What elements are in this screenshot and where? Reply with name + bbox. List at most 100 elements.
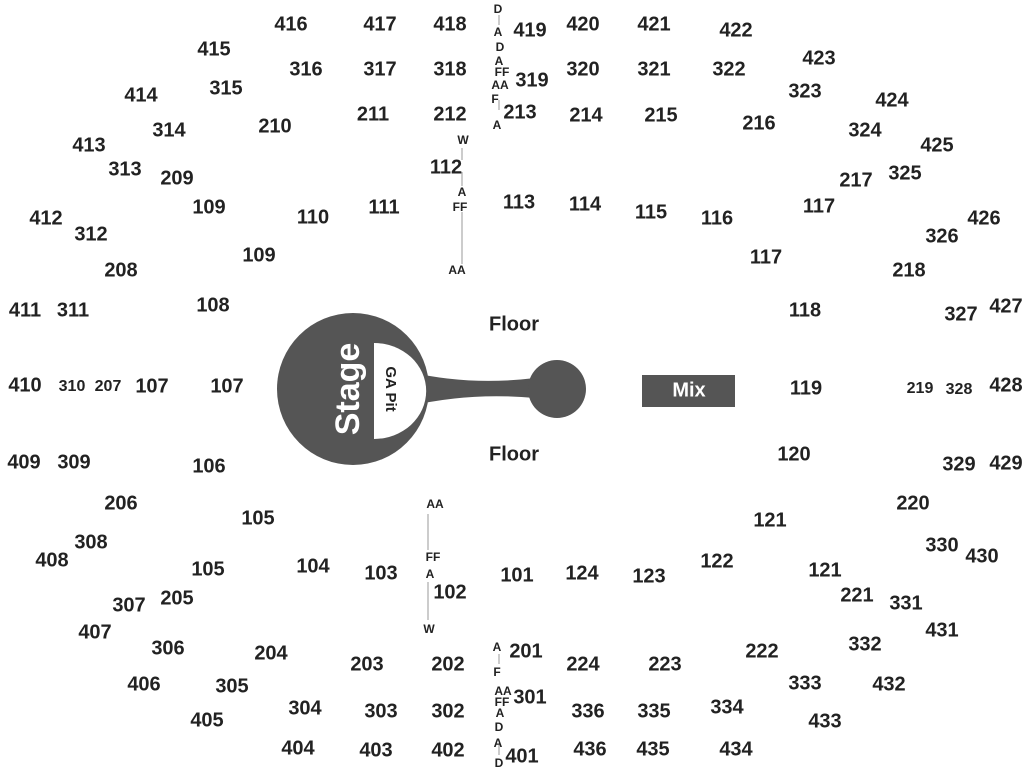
section-label[interactable]: 333 bbox=[788, 672, 821, 694]
row-label[interactable]: W bbox=[423, 622, 435, 636]
section-label[interactable]: 118 bbox=[789, 299, 821, 321]
section-label[interactable]: 325 bbox=[888, 162, 921, 184]
section-label[interactable]: 420 bbox=[566, 13, 599, 35]
section-label[interactable]: 320 bbox=[566, 58, 599, 80]
section-label[interactable]: 210 bbox=[258, 115, 291, 137]
section-label[interactable]: 401 bbox=[505, 745, 538, 767]
section-label[interactable]: 428 bbox=[989, 374, 1022, 396]
section-label[interactable]: 324 bbox=[848, 119, 882, 141]
stage[interactable]: Stage GA Pit bbox=[277, 313, 586, 465]
section-label[interactable]: 430 bbox=[965, 545, 998, 567]
section-label[interactable]: 322 bbox=[712, 58, 745, 80]
section-label[interactable]: 207 bbox=[95, 378, 122, 395]
section-label[interactable]: 408 bbox=[35, 549, 68, 571]
section-label[interactable]: 204 bbox=[254, 642, 288, 664]
section-label[interactable]: 215 bbox=[644, 104, 677, 126]
row-label[interactable]: A bbox=[426, 567, 435, 581]
section-label[interactable]: 426 bbox=[967, 207, 1000, 229]
section-label[interactable]: 312 bbox=[74, 223, 107, 245]
section-label[interactable]: 221 bbox=[840, 584, 873, 606]
section-label[interactable]: 209 bbox=[160, 167, 193, 189]
section-label[interactable]: 334 bbox=[710, 696, 744, 718]
section-label[interactable]: 214 bbox=[569, 104, 603, 126]
section-label[interactable]: 219 bbox=[907, 380, 934, 397]
ga-pit[interactable] bbox=[374, 343, 427, 439]
row-label[interactable]: AA bbox=[491, 78, 509, 92]
section-label[interactable]: 319 bbox=[515, 69, 548, 91]
section-label[interactable]: 423 bbox=[802, 47, 835, 69]
section-label[interactable]: 310 bbox=[59, 378, 86, 395]
row-label[interactable]: FF bbox=[495, 65, 510, 79]
section-label[interactable]: 305 bbox=[215, 675, 248, 697]
section-label[interactable]: 429 bbox=[989, 452, 1022, 474]
section-label[interactable]: 220 bbox=[896, 492, 929, 514]
section-label[interactable]: 123 bbox=[632, 565, 665, 587]
section-label[interactable]: 317 bbox=[363, 58, 396, 80]
row-label[interactable]: F bbox=[491, 92, 498, 106]
row-label[interactable]: D bbox=[496, 40, 505, 54]
section-label[interactable]: 110 bbox=[297, 206, 329, 228]
section-label[interactable]: 122 bbox=[700, 550, 733, 572]
section-label[interactable]: 206 bbox=[104, 492, 137, 514]
section-label[interactable]: 313 bbox=[108, 158, 141, 180]
section-label[interactable]: 107 bbox=[210, 375, 243, 397]
row-label[interactable]: FF bbox=[495, 695, 510, 709]
section-label[interactable]: 405 bbox=[190, 709, 223, 731]
section-label[interactable]: 329 bbox=[942, 453, 975, 475]
section-label[interactable]: 411 bbox=[9, 299, 41, 321]
row-label[interactable]: D bbox=[494, 2, 503, 16]
row-label[interactable]: A bbox=[493, 118, 502, 132]
section-label[interactable]: 111 bbox=[368, 196, 399, 218]
row-label[interactable]: FF bbox=[453, 200, 468, 214]
section-label[interactable]: 406 bbox=[127, 673, 160, 695]
section-label[interactable]: 412 bbox=[29, 207, 62, 229]
section-label[interactable]: 330 bbox=[925, 534, 958, 556]
section-label[interactable]: 107 bbox=[135, 375, 168, 397]
section-label[interactable]: 434 bbox=[719, 738, 753, 760]
section-label[interactable]: 102 bbox=[433, 581, 466, 603]
section-label[interactable]: 307 bbox=[112, 594, 145, 616]
section-label[interactable]: 201 bbox=[509, 640, 542, 662]
section-label[interactable]: 224 bbox=[566, 653, 600, 675]
section-label[interactable]: 109 bbox=[242, 244, 275, 266]
section-label[interactable]: 414 bbox=[124, 84, 158, 106]
section-label[interactable]: 112 bbox=[430, 156, 462, 178]
section-label[interactable]: 316 bbox=[289, 58, 322, 80]
section-label[interactable]: 105 bbox=[241, 507, 274, 529]
section-label[interactable]: 104 bbox=[296, 555, 330, 577]
section-label[interactable]: 328 bbox=[946, 381, 973, 398]
section-label[interactable]: 315 bbox=[209, 77, 242, 99]
section-label[interactable]: 308 bbox=[74, 531, 107, 553]
row-label[interactable]: A bbox=[496, 706, 505, 720]
section-label[interactable]: 418 bbox=[433, 13, 466, 35]
section-label[interactable]: 213 bbox=[503, 101, 536, 123]
section-label[interactable]: 415 bbox=[197, 38, 230, 60]
row-label[interactable]: A bbox=[494, 25, 503, 39]
section-label[interactable]: 422 bbox=[719, 19, 752, 41]
section-label[interactable]: 109 bbox=[192, 196, 225, 218]
floor-label[interactable]: Floor bbox=[489, 313, 539, 335]
section-label[interactable]: 121 bbox=[753, 509, 786, 531]
row-label[interactable]: A bbox=[494, 736, 503, 750]
section-label[interactable]: 120 bbox=[777, 443, 810, 465]
section-label[interactable]: 335 bbox=[637, 700, 670, 722]
row-label[interactable]: D bbox=[495, 756, 504, 770]
row-label[interactable]: A bbox=[458, 185, 467, 199]
section-label[interactable]: 124 bbox=[565, 562, 599, 584]
section-label[interactable]: 432 bbox=[872, 673, 905, 695]
section-label[interactable]: 211 bbox=[357, 103, 389, 125]
section-label[interactable]: 404 bbox=[281, 737, 315, 759]
section-label[interactable]: 435 bbox=[636, 738, 669, 760]
section-label[interactable]: 327 bbox=[944, 303, 977, 325]
section-label[interactable]: 103 bbox=[364, 562, 397, 584]
section-label[interactable]: 427 bbox=[989, 295, 1022, 317]
section-label[interactable]: 336 bbox=[571, 700, 604, 722]
section-label[interactable]: 108 bbox=[196, 294, 229, 316]
section-label[interactable]: 223 bbox=[648, 653, 681, 675]
section-label[interactable]: 409 bbox=[7, 451, 40, 473]
section-label[interactable]: 101 bbox=[500, 564, 533, 586]
row-label[interactable]: AA bbox=[426, 497, 444, 511]
section-label[interactable]: 402 bbox=[431, 739, 464, 761]
section-label[interactable]: 121 bbox=[808, 559, 841, 581]
section-label[interactable]: 410 bbox=[8, 374, 41, 396]
